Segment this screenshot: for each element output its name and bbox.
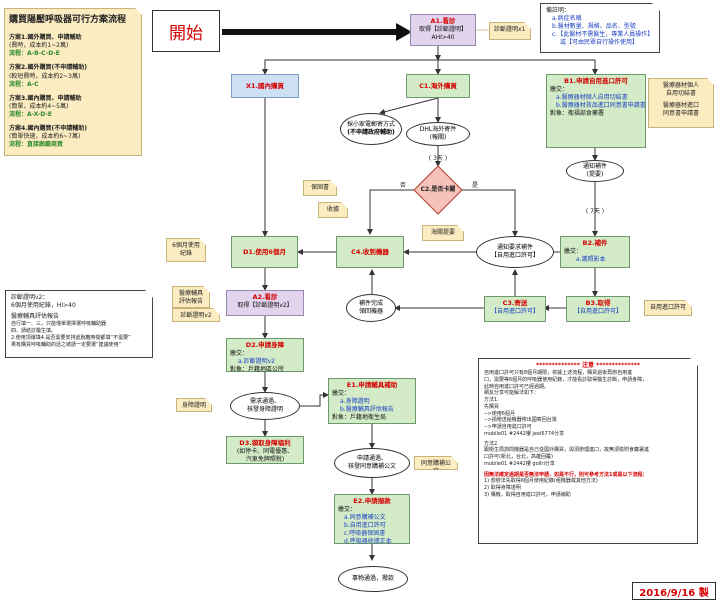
decision-c2: C2.是否卡關 [420, 186, 456, 193]
step-e1: E1.申請輔具補助 繳交： a.身障證明 b.醫療輔具評估報告 對象：戶籍地衛生… [328, 378, 416, 424]
ellipse-dhl: DHL海外寄件 (報關) [406, 122, 470, 146]
plans-note: 購買陽壓呼吸器可行方案流程 方案1.國外購買、申請輔助 (費時，成本約1~2萬)… [4, 8, 142, 156]
diagnosis-v2-note: 診斷證明v2： 6個月使用紀錄，HI>40 醫療輔具評估報告 自行填一、三，只能… [5, 290, 153, 358]
note-import-permit: 自用進口許可 [644, 300, 692, 316]
ellipse-end: 事物通過，撥款 [338, 566, 408, 592]
step-a2: A2.看診 取得【診斷證明v2】 [226, 290, 304, 316]
step-b1: B1.申請自用進口許可 繳交： a.醫療器材個人自用切結書 b.醫療器材貨品進口… [546, 74, 646, 148]
step-d1: D1.使用6個月 [231, 236, 298, 268]
step-c4: C4.收到機器 [336, 236, 404, 268]
step-c1: C1.海外購買 [406, 74, 470, 98]
ellipse-disability-cert: 需求通過、 核發身障證明 [230, 392, 300, 420]
start-label: 開始 [169, 23, 203, 44]
note-usage-record: 6個月使用 紀錄 [166, 238, 206, 262]
page-title: 購買陽壓呼吸器可行方案流程 [9, 15, 127, 25]
plan-item: 方案3.國內購買、申請輔助 (簡單，成本約4~5萬) 流程：A-X-D-E [9, 94, 82, 118]
plan-item: 方案4.國內購買(不申請輔助) (簡單快速，成本約6~7萬) 流程：直接跟廠商買 [9, 124, 87, 149]
step-b2: B2.補件 繳交： a.護照影本 [560, 236, 630, 268]
plan-item: 方案1.國外購買、申請輔助 (費時，成本約1~2萬) 流程：A-B-C-D-E [9, 34, 82, 58]
date-stamp: 2016/9/16 製 [632, 582, 716, 600]
note-diagnosis-v2: 診斷證明v2 [172, 308, 220, 322]
note-receipt: 收據 [318, 202, 348, 218]
ellipse-notify-supplement: 通知補件 (提要) [566, 160, 624, 182]
note-b1-forms: 醫療器材個人 自用切結書 醫療器材進口 同意書申請書 [648, 78, 714, 128]
note-customs: 海關提要 [422, 225, 464, 241]
step-d3: D3.領取身障福利 (如停卡、同電優惠、 汽車免牌照稅) [226, 436, 304, 464]
step-e2: E2.申請撥款 繳交： a.同意購補公文 b.自用進口許可 c.呼吸器保固書 d… [334, 494, 410, 545]
step-x1: X1.國內購買 [231, 74, 299, 98]
step-a1: A1.看診 取得【診斷證明】 AHI>40 [410, 14, 476, 46]
plan-item: 方案2.國外購買(不申請輔助) (較短費時，成本約2~3萬) 流程：A-C [9, 64, 87, 88]
ellipse-device-return: 補件完成 領回機器 [346, 294, 396, 322]
days-7-label: ( 7天 ) [585, 208, 605, 215]
ellipse-small-appliance: 採小家電郵寄方式 (不申請政府輔助) [340, 113, 402, 145]
caution-note: ************** 注意 ************** 自用進口許可只… [478, 358, 698, 544]
no-label: 否 [399, 182, 406, 189]
days-3-label: ( 3天 ) [428, 155, 448, 162]
step-d2: D2.申請身障 繳交： a.診斷證明v2 對象：戶籍地區公所 [226, 338, 304, 373]
note-warranty: 保固書 [303, 180, 337, 196]
note-subsidy-doc: 同意購補公文 [414, 456, 458, 470]
note-eval-report: 醫療輔具 評估報告 [172, 286, 210, 308]
note-diagnosis-v1: 診斷證明x1 [489, 22, 531, 40]
ellipse-subsidy-approval: 申請通過、 核發同意購補公文 [334, 448, 410, 478]
step-c3: C3.寄送 【自用進口許可】 [484, 296, 546, 322]
start-box: 開始 [152, 10, 220, 52]
ellipse-request-supplement: 通知要求補件 【自用進口許可】 [476, 236, 554, 268]
explain-note: 備註明： a.病症名稱 b.醫材數量、規格、品名、型號 c.【此醫材不需醫生，專… [540, 3, 660, 53]
step-b3: B3.取得 【自用進口許可】 [566, 296, 630, 322]
note-disability-cert: 身障證明 [176, 398, 212, 412]
yes-label: 是 [471, 182, 478, 189]
